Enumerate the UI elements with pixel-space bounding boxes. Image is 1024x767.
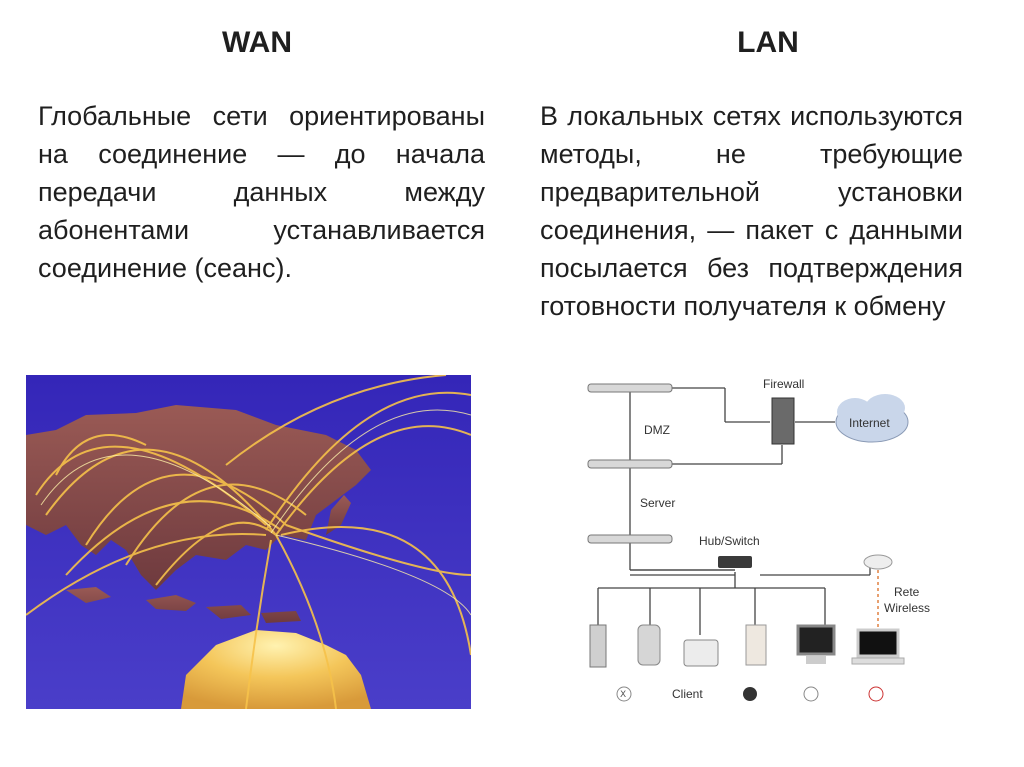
wan-world-map-image bbox=[26, 375, 471, 709]
server-rack-icon bbox=[587, 383, 673, 544]
desktop-computer-icon bbox=[745, 624, 767, 666]
lan-description: В локальных сетях используются методы, н… bbox=[540, 101, 963, 321]
mac-computer-icon bbox=[637, 624, 661, 666]
internet-cloud-icon bbox=[835, 394, 909, 443]
lan-heading: LAN bbox=[737, 26, 799, 59]
wireless-access-point-icon bbox=[863, 554, 893, 570]
tower-computer-icon bbox=[589, 624, 607, 668]
internet-label: Internet bbox=[849, 416, 890, 430]
client-label: Client bbox=[672, 687, 703, 701]
firewall-label: Firewall bbox=[763, 377, 804, 391]
asia-landmass bbox=[26, 405, 371, 590]
mac-os-x-icon bbox=[616, 686, 632, 702]
wan-heading: WAN bbox=[222, 26, 292, 59]
rete-label: Rete bbox=[894, 585, 920, 599]
client-computers bbox=[589, 624, 905, 668]
lan-network-diagram: X Firewall Internet DMZ Server Hub/Switc… bbox=[587, 377, 930, 702]
firewall-icon bbox=[771, 397, 795, 445]
svg-text:X: X bbox=[620, 690, 626, 700]
connection-arcs bbox=[26, 375, 471, 709]
wifi-icon bbox=[868, 686, 884, 702]
monitor-icon bbox=[796, 624, 836, 664]
laptop-icon bbox=[851, 628, 905, 665]
japan-landmass bbox=[326, 495, 351, 535]
linux-icon bbox=[743, 687, 757, 701]
indonesia-islands bbox=[66, 587, 301, 623]
wireless-label: Wireless bbox=[884, 601, 930, 615]
dmz-label: DMZ bbox=[644, 423, 670, 437]
wan-description: Глобальные сети ориентированы на соедине… bbox=[38, 101, 485, 283]
printer-icon bbox=[683, 639, 719, 667]
hub-switch-icon bbox=[718, 556, 752, 568]
windows-icon bbox=[803, 686, 819, 702]
hub-switch-label: Hub/Switch bbox=[699, 534, 760, 548]
server-label: Server bbox=[640, 496, 675, 510]
